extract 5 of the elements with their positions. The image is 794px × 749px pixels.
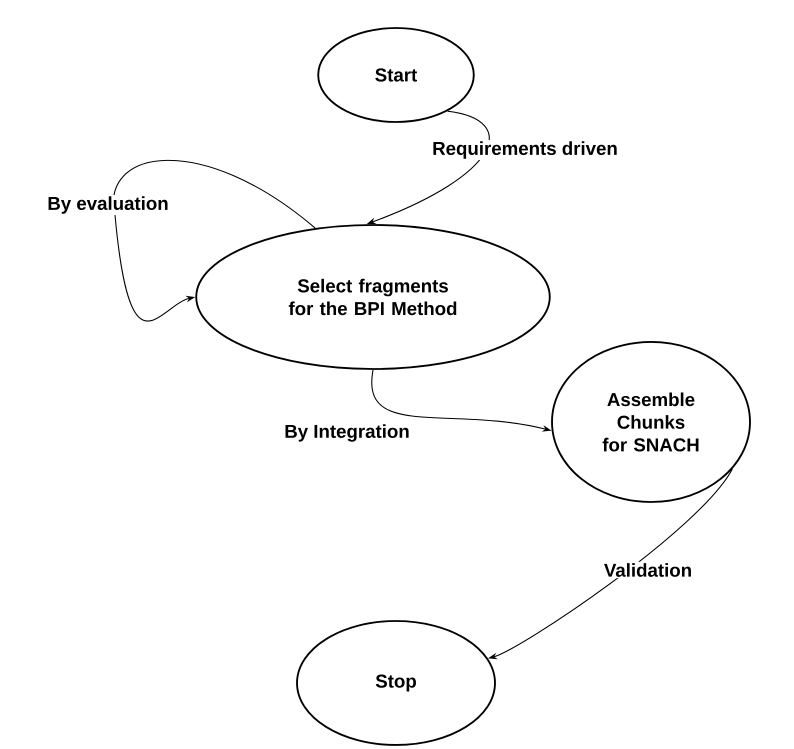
edge-label: By evaluation — [46, 194, 170, 216]
edge-label: Validation — [602, 562, 694, 578]
arrow — [113, 160, 316, 322]
edge-label: Requirements driven — [430, 140, 620, 160]
edge-label: By Integration — [282, 422, 412, 444]
